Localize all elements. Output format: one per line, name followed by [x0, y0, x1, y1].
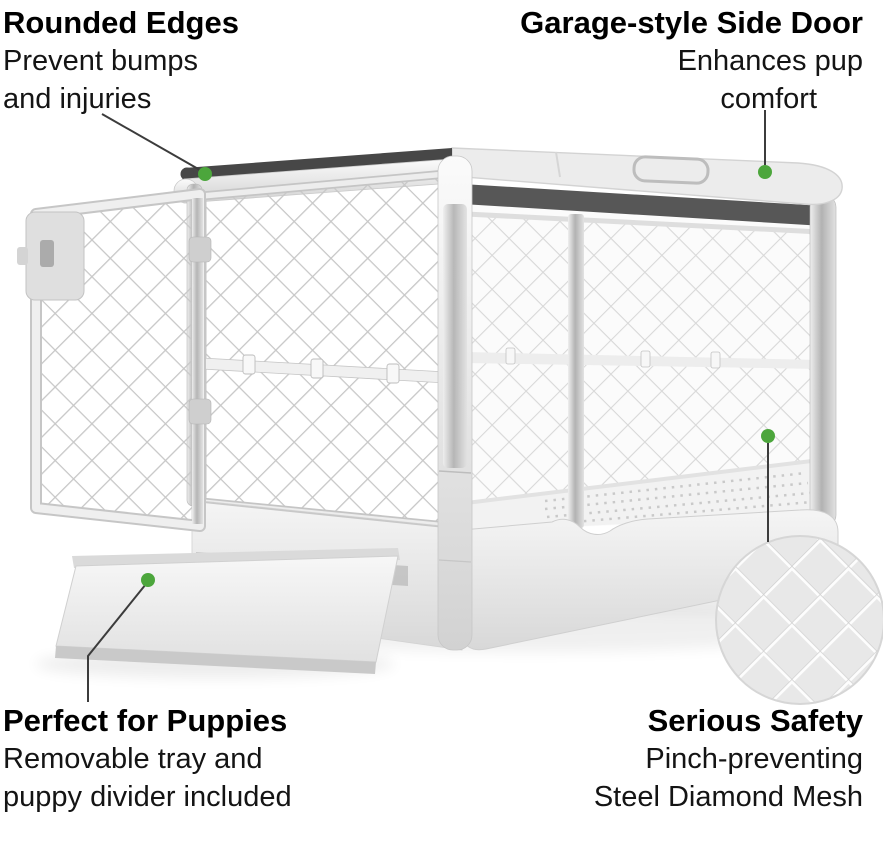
callout-body: Enhances pup comfort — [520, 42, 863, 118]
feature-marker-garage-door-icon — [758, 165, 772, 179]
feature-connectors — [87, 110, 769, 702]
tray-front-lip — [55, 646, 376, 674]
callout-garage-side-door: Garage-style Side Door Enhances pup comf… — [520, 4, 863, 118]
callout-line: comfort — [720, 83, 817, 115]
callout-body: Prevent bumps and injuries — [3, 42, 239, 118]
callout-rounded-edges: Rounded Edges Prevent bumps and injuries — [3, 4, 239, 118]
feature-marker-tray-icon — [141, 573, 155, 587]
removable-tray — [55, 548, 408, 674]
callout-line: Prevent bumps — [3, 45, 199, 77]
front-mesh-panel — [197, 169, 451, 531]
connector-rounded-edges — [101, 113, 201, 171]
callout-line: Steel Diamond Mesh — [593, 781, 863, 813]
callout-line: Enhances pup — [677, 45, 863, 77]
door-latch-housing — [25, 211, 85, 301]
connector-tray — [87, 583, 147, 702]
open-door-gap-shadow — [462, 184, 824, 226]
callout-line: Removable tray and — [3, 743, 263, 775]
interior-divider-track — [568, 214, 584, 528]
door-hinge-rail — [192, 198, 203, 524]
callout-body: Pinch-preventing Steel Diamond Mesh — [594, 740, 863, 816]
garage-door-top-panel — [451, 147, 843, 206]
callout-line: puppy divider included — [3, 781, 292, 813]
crate-interior — [462, 184, 824, 532]
floor-perforations — [544, 471, 813, 526]
front-corner-post — [437, 155, 473, 651]
callout-line: and injuries — [3, 83, 152, 115]
callout-title: Perfect for Puppies — [3, 703, 288, 738]
callout-perfect-for-puppies: Perfect for Puppies Removable tray and p… — [3, 702, 292, 816]
door-hinge — [188, 398, 212, 425]
top-panel-handle — [632, 155, 710, 185]
rear-corner-post — [809, 195, 837, 527]
callout-serious-safety: Serious Safety Pinch-preventing Steel Di… — [594, 702, 863, 816]
feature-marker-mesh-icon — [761, 429, 775, 443]
feature-marker-rounded-edges-icon — [198, 167, 212, 181]
door-hinge — [188, 236, 212, 263]
tray-surface — [55, 555, 399, 663]
feature-markers — [141, 165, 775, 587]
mid-bar-clips-front — [242, 354, 400, 384]
callout-title: Garage-style Side Door — [520, 5, 863, 40]
mesh-detail-circle — [715, 535, 883, 705]
base-side-face — [461, 509, 839, 651]
callout-body: Removable tray and puppy divider include… — [3, 740, 292, 816]
mesh-magnifier — [715, 535, 883, 705]
callout-line: Pinch-preventing — [645, 743, 863, 775]
callout-title: Rounded Edges — [3, 5, 239, 40]
open-side-door — [17, 188, 212, 532]
door-latch-slot — [40, 240, 54, 267]
callout-title: Serious Safety — [647, 703, 863, 738]
